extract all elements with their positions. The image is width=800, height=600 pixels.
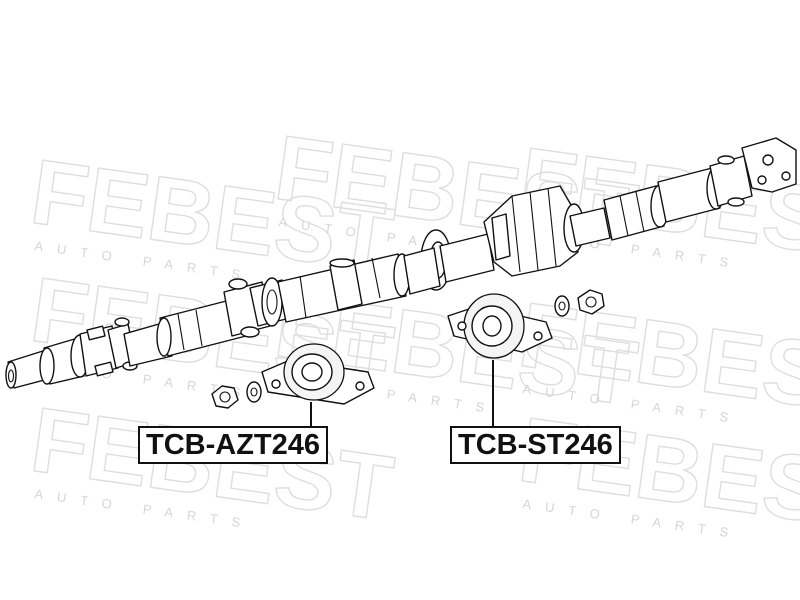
center-bearing-right <box>447 293 553 359</box>
rear-joint-housing <box>483 185 611 277</box>
middle-tube <box>277 253 411 323</box>
washer-left <box>246 381 262 403</box>
rear-universal-joint <box>709 137 797 207</box>
part-label-tcb-st246: TCB-ST246 <box>450 426 621 464</box>
center-flange <box>403 229 495 295</box>
front-tube <box>156 297 247 357</box>
front-slip-yoke <box>5 325 119 389</box>
drive-shaft-assembly <box>5 137 797 389</box>
washer-right <box>554 295 570 317</box>
middle-universal-joint <box>223 277 291 338</box>
rear-tube <box>603 166 726 241</box>
watermark-7: FEBEST AUTO PARTS <box>25 388 400 541</box>
nut-left <box>211 385 239 409</box>
part-label-tcb-azt246: TCB-AZT246 <box>138 426 329 464</box>
watermark-8: FEBEST AUTO PARTS <box>513 398 800 551</box>
center-bearing-left <box>261 343 375 405</box>
nut-right <box>577 289 605 315</box>
